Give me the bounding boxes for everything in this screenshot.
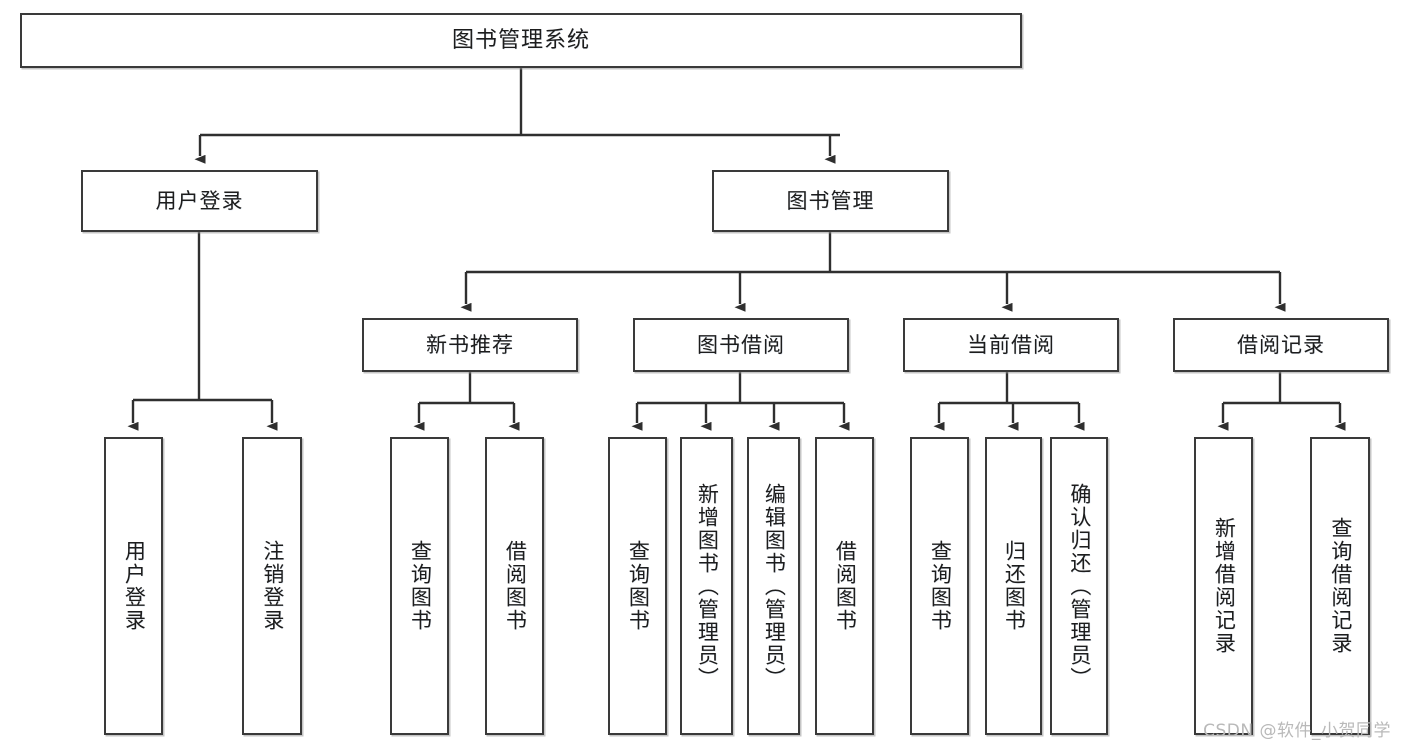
node-label: 用户登录 — [155, 188, 244, 213]
leaf-borrow-book[interactable]: 借阅图书 — [815, 437, 874, 735]
leaf-label: 编辑图书（管理员） — [762, 482, 787, 690]
node-label: 图书借阅 — [697, 332, 785, 357]
node-label: 借阅记录 — [1237, 332, 1325, 357]
node-label: 当前借阅 — [967, 332, 1055, 357]
node-label: 新书推荐 — [426, 332, 514, 357]
node-new-book-recommend[interactable]: 新书推荐 — [362, 318, 578, 372]
leaf-add-borrow-record[interactable]: 新增借阅记录 — [1194, 437, 1253, 735]
node-current-borrow[interactable]: 当前借阅 — [903, 318, 1119, 372]
leaf-confirm-return-admin[interactable]: 确认归还（管理员） — [1050, 437, 1108, 735]
leaf-label: 确认归还（管理员） — [1067, 482, 1092, 690]
leaf-query-borrow-record[interactable]: 查询借阅记录 — [1310, 437, 1370, 735]
leaf-label: 新增图书（管理员） — [695, 482, 720, 690]
csdn-watermark: CSDN @软件_小贺同学 — [1203, 721, 1391, 741]
leaf-label: 查询图书 — [928, 540, 953, 632]
node-book-management[interactable]: 图书管理 — [712, 170, 949, 232]
node-book-management-system[interactable]: 图书管理系统 — [20, 13, 1022, 68]
leaf-label: 借阅图书 — [503, 540, 528, 632]
leaf-add-book-admin[interactable]: 新增图书（管理员） — [680, 437, 733, 735]
leaf-label: 查询图书 — [408, 540, 433, 632]
leaf-query-book-newbook[interactable]: 查询图书 — [390, 437, 449, 735]
leaf-query-book-current[interactable]: 查询图书 — [910, 437, 969, 735]
node-user-login[interactable]: 用户登录 — [81, 170, 318, 232]
leaf-borrow-book-newbook[interactable]: 借阅图书 — [485, 437, 544, 735]
leaf-query-book-borrow[interactable]: 查询图书 — [608, 437, 667, 735]
leaf-label: 用户登录 — [122, 540, 147, 632]
leaf-logout[interactable]: 注销登录 — [242, 437, 302, 735]
node-label: 图书管理系统 — [451, 27, 590, 53]
leaf-label: 借阅图书 — [833, 540, 858, 632]
leaf-label: 新增借阅记录 — [1212, 517, 1237, 655]
leaf-user-login[interactable]: 用户登录 — [104, 437, 163, 735]
node-label: 图书管理 — [786, 188, 875, 213]
leaf-label: 查询借阅记录 — [1328, 517, 1353, 655]
node-borrow-record[interactable]: 借阅记录 — [1173, 318, 1389, 372]
leaf-label: 注销登录 — [260, 540, 285, 632]
leaf-return-book[interactable]: 归还图书 — [985, 437, 1042, 735]
leaf-label: 归还图书 — [1002, 540, 1027, 632]
leaf-label: 查询图书 — [626, 540, 651, 632]
node-book-borrow[interactable]: 图书借阅 — [633, 318, 849, 372]
leaf-edit-book-admin[interactable]: 编辑图书（管理员） — [747, 437, 800, 735]
